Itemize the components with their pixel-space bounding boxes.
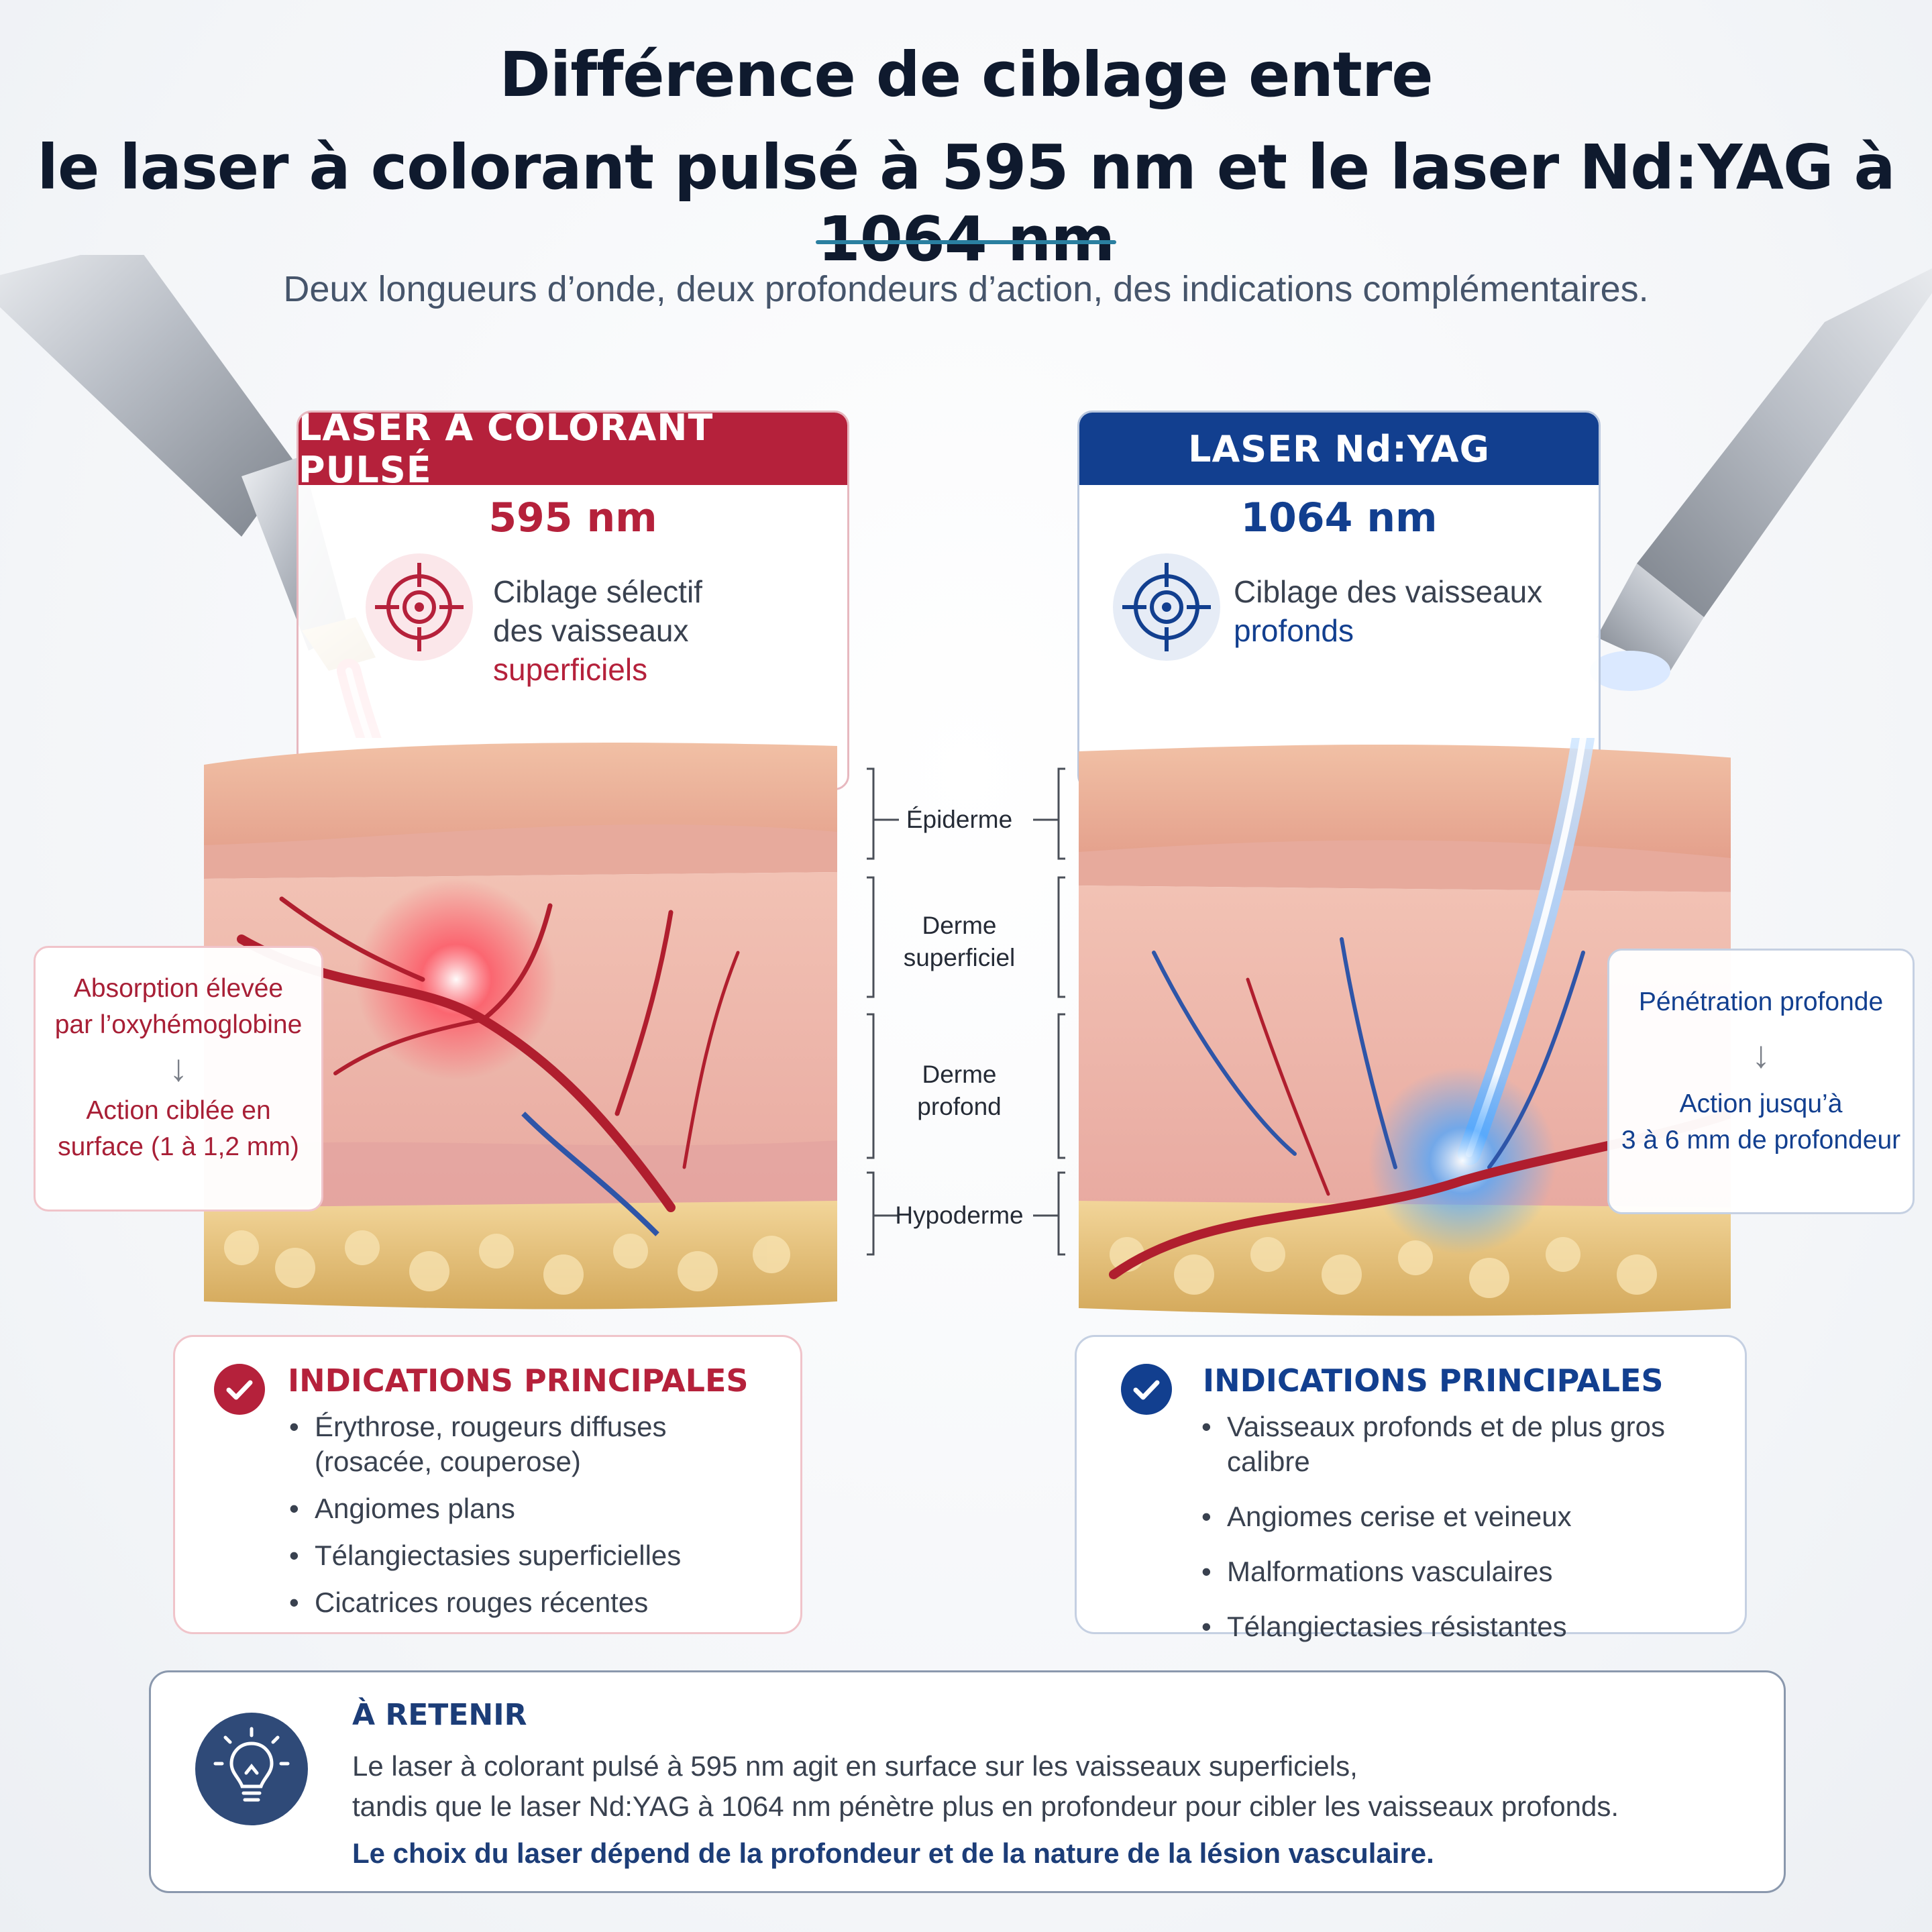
summary-line1: Le laser à colorant pulsé à 595 nm agit … xyxy=(352,1750,1358,1782)
ndyag-indication-item: Angiomes cerise et veineux xyxy=(1201,1499,1745,1534)
ndyag-penetration-note: Pénétration profonde ↓ Action jusqu’à 3 … xyxy=(1607,949,1915,1214)
pdl-note-line4: surface (1 à 1,2 mm) xyxy=(58,1132,299,1161)
pdl-indication-item: Érythrose, rougeurs diffuses xyxy=(289,1409,681,1444)
lightbulb-icon xyxy=(195,1713,308,1825)
summary-box: À RETENIR Le laser à colorant pulsé à 59… xyxy=(149,1670,1786,1893)
pdl-description: Ciblage sélectif des vaisseaux superfici… xyxy=(493,572,847,689)
pdl-indication-item-continued: (rosacée, couperose) xyxy=(315,1446,581,1477)
ndyag-indication-item: Télangiectasies résistantes xyxy=(1201,1609,1745,1644)
layer-hypoderme: Hypoderme xyxy=(895,1201,1024,1229)
title-divider xyxy=(816,240,1116,244)
pdl-skin-section-illustration xyxy=(204,743,837,1309)
layer-derme-superficiel-line2: superficiel xyxy=(903,944,1016,971)
ndyag-desc-highlight: profonds xyxy=(1234,613,1354,648)
pdl-card-title: LASER À COLORANT PULSÉ xyxy=(299,413,847,491)
ndyag-check-icon xyxy=(1121,1364,1172,1415)
ndyag-indication-item: Vaisseaux profonds et de plus gros calib… xyxy=(1201,1409,1745,1479)
ndyag-indication-item: Malformations vasculaires xyxy=(1201,1554,1745,1589)
pdl-wavelength: 595 nm xyxy=(488,494,657,541)
pdl-indications-title: INDICATIONS PRINCIPALES xyxy=(288,1362,749,1399)
ndyag-card: LASER Nd:YAG 1064 nm Ciblage des vaissea… xyxy=(1077,411,1601,790)
pdl-note-line2: par l’oxyhémoglobine xyxy=(54,1010,303,1039)
pdl-desc-prefix: des vaisseaux xyxy=(493,613,689,648)
pdl-note-line1: Absorption élevée xyxy=(73,974,284,1003)
page-title-line-2: le laser à colorant pulsé à 595 nm et le… xyxy=(37,131,1895,275)
pdl-indication-item: Angiomes plans xyxy=(289,1491,681,1526)
ndyag-card-title: LASER Nd:YAG xyxy=(1079,413,1599,485)
pdl-card: LASER À COLORANT PULSÉ 595 nm Ciblage sé… xyxy=(297,411,849,790)
pdl-desc-highlight: superficiels xyxy=(493,652,648,687)
pdl-indication-item: Cicatrices rouges récentes xyxy=(289,1585,681,1620)
summary-line2: tandis que le laser Nd:YAG à 1064 nm pén… xyxy=(352,1790,1619,1822)
layer-epiderme: Épiderme xyxy=(906,806,1013,833)
ndyag-target-icon xyxy=(1113,553,1220,661)
layer-derme-profond-line1: Derme xyxy=(922,1061,997,1088)
pdl-indications-list: Érythrose, rougeurs diffuses (rosacée, c… xyxy=(289,1409,681,1632)
ndyag-note-line3: 3 à 6 mm de profondeur xyxy=(1621,1126,1901,1155)
page-title-line-1: Différence de ciblage entre xyxy=(499,39,1433,111)
ndyag-desc-line1: Ciblage des vaisseaux xyxy=(1234,574,1543,609)
summary-title: À RETENIR xyxy=(352,1698,527,1732)
pdl-target-icon xyxy=(366,553,473,661)
ndyag-indications-list: Vaisseaux profonds et de plus gros calib… xyxy=(1201,1409,1745,1664)
layer-derme-superficiel-line1: Derme xyxy=(922,912,997,939)
ndyag-wavelength: 1064 nm xyxy=(1240,494,1438,541)
layer-derme-profond-line2: profond xyxy=(917,1093,1002,1120)
pdl-desc-line1: Ciblage sélectif xyxy=(493,574,702,609)
ndyag-note-line2: Action jusqu’à xyxy=(1679,1089,1843,1118)
pdl-note-line3: Action ciblée en xyxy=(86,1096,271,1125)
layer-derme-profond: Derme profond xyxy=(872,1059,1046,1123)
ndyag-description: Ciblage des vaisseaux profonds xyxy=(1234,572,1542,650)
right-laser-handpiece-icon xyxy=(1590,268,1932,691)
pdl-indications-panel: INDICATIONS PRINCIPALES Érythrose, rouge… xyxy=(173,1335,802,1634)
ndyag-indications-title: INDICATIONS PRINCIPALES xyxy=(1203,1362,1664,1399)
ndyag-note-arrow-icon: ↓ xyxy=(1752,1033,1770,1075)
summary-line3: Le choix du laser dépend de la profondeu… xyxy=(352,1837,1434,1869)
pdl-absorption-note: Absorption élevée par l’oxyhémoglobine ↓… xyxy=(34,946,323,1212)
pdl-check-icon xyxy=(214,1364,265,1415)
layer-brackets xyxy=(867,767,1065,1256)
page-subtitle: Deux longueurs d’onde, deux profondeurs … xyxy=(283,269,1649,309)
ndyag-note-line1: Pénétration profonde xyxy=(1638,987,1884,1016)
layer-derme-superficiel: Derme superficiel xyxy=(872,910,1046,974)
summary-text: Le laser à colorant pulsé à 595 nm agit … xyxy=(352,1746,1619,1874)
ndyag-skin-section-illustration xyxy=(1079,738,1731,1316)
ndyag-indications-panel: INDICATIONS PRINCIPALES Vaisseaux profon… xyxy=(1075,1335,1747,1644)
pdl-indication-item: Télangiectasies superficielles xyxy=(289,1538,681,1573)
pdl-note-arrow-icon: ↓ xyxy=(169,1046,188,1089)
